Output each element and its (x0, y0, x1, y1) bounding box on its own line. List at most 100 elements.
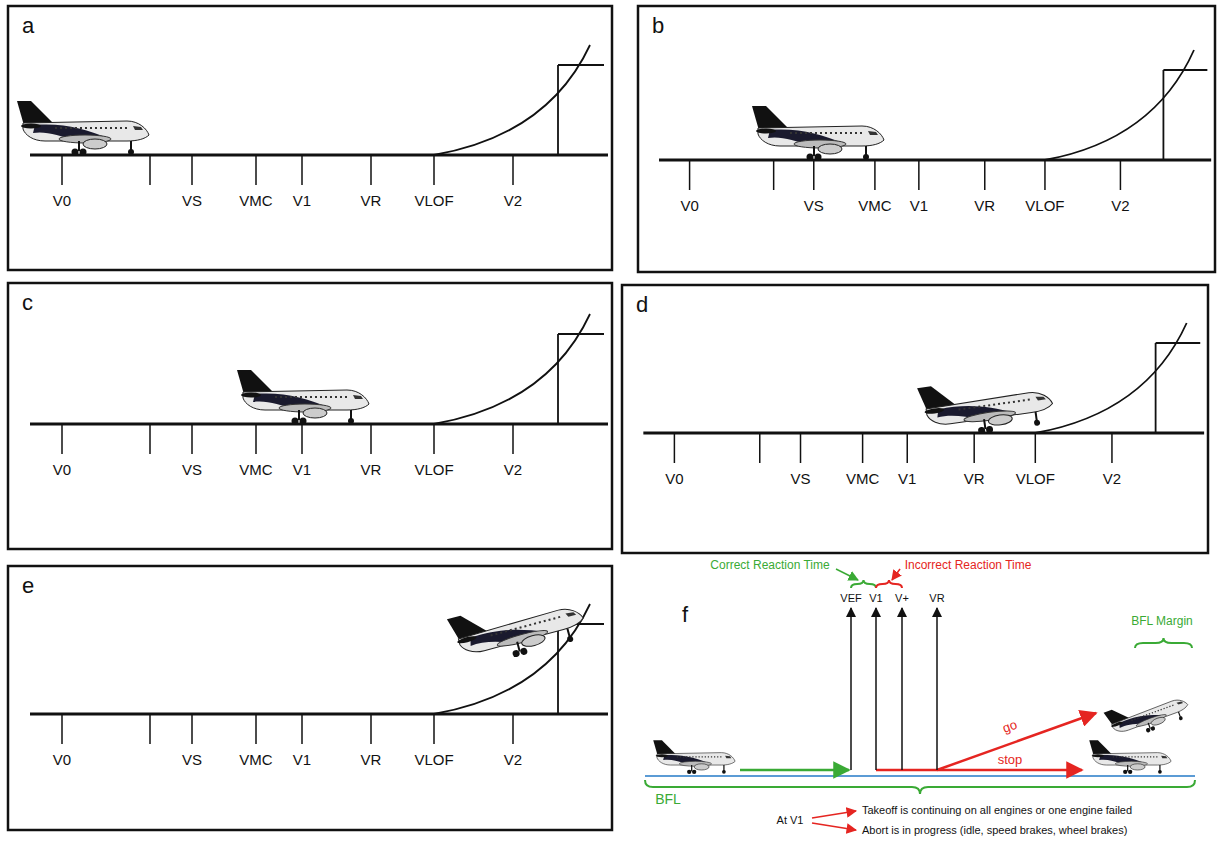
runway-line (645, 775, 1195, 777)
annotation: BFL (655, 792, 681, 807)
speed-tick (759, 433, 761, 463)
takeoff-panel (8, 283, 612, 549)
speed-label: VLOF (414, 752, 453, 769)
runway-line (659, 159, 1211, 162)
panel-letter: a (22, 14, 34, 38)
speed-label: VS (182, 193, 202, 210)
speed-label: V1 (910, 198, 928, 215)
airplane (1089, 740, 1171, 774)
climb-path (434, 45, 590, 155)
speed-label: V0 (665, 471, 683, 488)
speed-label: VR (964, 471, 985, 488)
speed-tick (512, 424, 514, 454)
speed-tick (433, 155, 435, 185)
speed-tick (149, 714, 151, 744)
speed-tick (512, 714, 514, 744)
speed-tick (512, 155, 514, 185)
runway-line (30, 423, 608, 426)
speed-label: V0 (53, 193, 71, 210)
airplane (237, 370, 369, 425)
annotation: go (1001, 718, 1019, 736)
panel-letter: b (652, 14, 664, 38)
panel-letter: e (22, 574, 34, 598)
speed-label: VMC (239, 193, 272, 210)
screen-height-line (1156, 342, 1201, 344)
speed-tick (984, 160, 986, 190)
reaction-brace (851, 580, 876, 588)
speed-tick (773, 160, 775, 190)
speed-label: VMC (846, 471, 879, 488)
bfl-panel (645, 569, 1195, 830)
speed-tick (301, 424, 303, 454)
speed-tick (800, 433, 802, 463)
airplane (653, 740, 735, 774)
bfl-brace (645, 780, 1195, 794)
speed-label: VR (929, 592, 944, 604)
speed-tick (1111, 433, 1113, 463)
panel-frame (8, 283, 612, 549)
leader-arrow (892, 569, 900, 580)
speed-marker-arrow (875, 608, 877, 770)
takeoff-panel (8, 6, 612, 270)
go-arrow (937, 713, 1096, 770)
runway-line (30, 713, 608, 716)
takeoff-panel (638, 6, 1215, 272)
takeoff-panel (8, 566, 612, 830)
speed-label: V1 (869, 592, 882, 604)
leader-arrow (812, 823, 856, 830)
speed-label: VLOF (414, 193, 453, 210)
airplane (447, 585, 589, 672)
airplane (1104, 685, 1192, 745)
speed-label: VS (182, 462, 202, 479)
annotation: BFL Margin (1131, 615, 1193, 628)
speed-tick (149, 424, 151, 454)
speed-marker-arrow (936, 608, 938, 770)
speed-label: V0 (680, 198, 698, 215)
speed-tick (149, 155, 151, 185)
panel-frame (638, 6, 1215, 272)
speed-label: VMC (239, 752, 272, 769)
speed-label: VLOF (414, 462, 453, 479)
speed-label: V2 (504, 462, 522, 479)
speed-tick (61, 155, 63, 185)
speed-label: V+ (895, 592, 909, 604)
speed-tick (862, 433, 864, 463)
speed-tick (918, 160, 920, 190)
speed-tick (433, 424, 435, 454)
speed-label: VS (182, 752, 202, 769)
speed-tick (61, 424, 63, 454)
speed-label: VR (974, 198, 995, 215)
speed-tick (906, 433, 908, 463)
speed-tick (973, 433, 975, 463)
speed-tick (61, 714, 63, 744)
runway-line (30, 154, 608, 157)
panel-letter: f (682, 603, 688, 627)
speed-marker-arrow (850, 608, 852, 770)
speed-label: V2 (504, 752, 522, 769)
speed-label: VR (361, 462, 382, 479)
climb-path (434, 314, 590, 424)
speed-tick (433, 714, 435, 744)
airplane (17, 101, 149, 156)
runway-line (643, 432, 1204, 435)
note: Takeoff is continuing on all engines or … (862, 804, 1132, 816)
speed-label: V2 (1103, 471, 1121, 488)
speed-tick (370, 714, 372, 744)
panel-frame (622, 285, 1208, 553)
speed-tick (370, 424, 372, 454)
reaction-brace (876, 580, 902, 588)
screen-height-line (1163, 69, 1207, 71)
speed-tick (191, 155, 193, 185)
annotation: Incorrect Reaction Time (905, 559, 1032, 572)
speed-label: VR (361, 193, 382, 210)
airplane (752, 106, 884, 161)
speed-tick (674, 433, 676, 463)
speed-tick (255, 424, 257, 454)
obstacle-line (557, 65, 559, 155)
speed-tick (1120, 160, 1122, 190)
speed-label: V0 (53, 752, 71, 769)
obstacle-line (1163, 70, 1165, 160)
speed-tick (370, 155, 372, 185)
